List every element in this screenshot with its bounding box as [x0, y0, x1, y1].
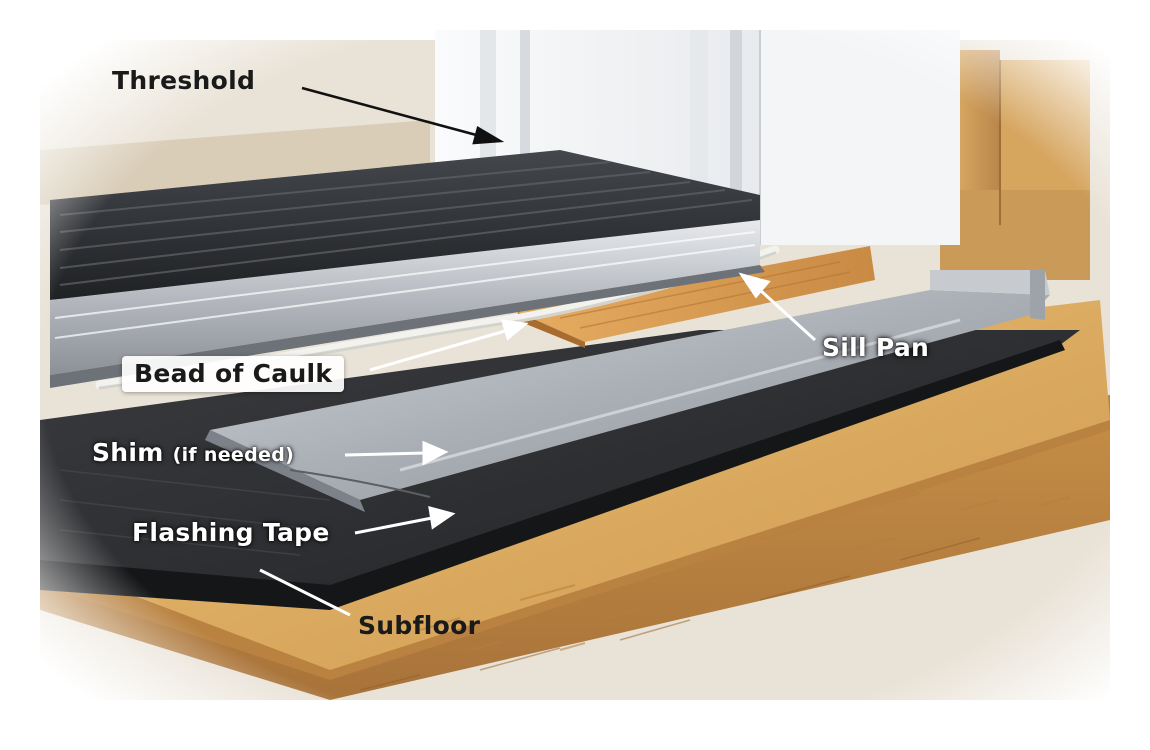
subfloor-label: Subfloor	[358, 611, 481, 640]
caulk-label: Bead of Caulk	[122, 356, 345, 392]
shim-label-note: (if needed)	[172, 444, 295, 466]
flashing-tape-label: Flashing Tape	[132, 518, 330, 547]
shim-label: Shim (if needed)	[92, 440, 294, 465]
sill-pan-label: Sill Pan	[822, 333, 930, 362]
threshold-label: Threshold	[112, 66, 256, 95]
shim-label-main: Shim	[92, 438, 164, 467]
